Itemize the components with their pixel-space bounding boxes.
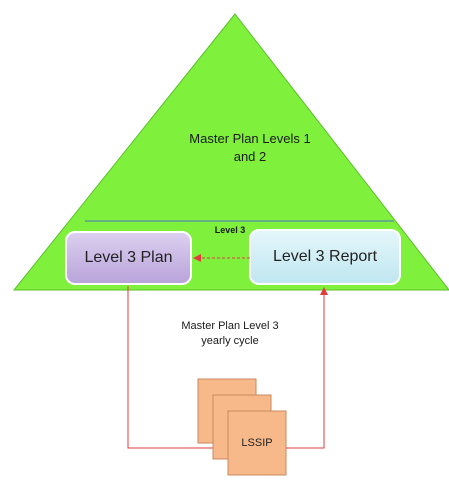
pyramid-title: Master Plan Levels 1 and 2 — [189, 131, 311, 164]
level-3-band-title: Level 3 — [214, 225, 246, 235]
level-3-plan-box — [65, 231, 192, 285]
plan-to-lssip-arrow — [127, 286, 226, 452]
level-3-report-label: Level 3 Report — [272, 248, 378, 265]
lssip-document — [227, 410, 287, 476]
yearly-cycle-label: Master Plan Level 3 yearly cycle — [181, 320, 279, 347]
lssip-label: LSSIP — [241, 437, 273, 449]
level-3-report-box — [249, 229, 401, 285]
level-3-plan-label: Level 3 Plan — [84, 249, 173, 266]
lssip-to-report-arrow — [286, 287, 328, 449]
